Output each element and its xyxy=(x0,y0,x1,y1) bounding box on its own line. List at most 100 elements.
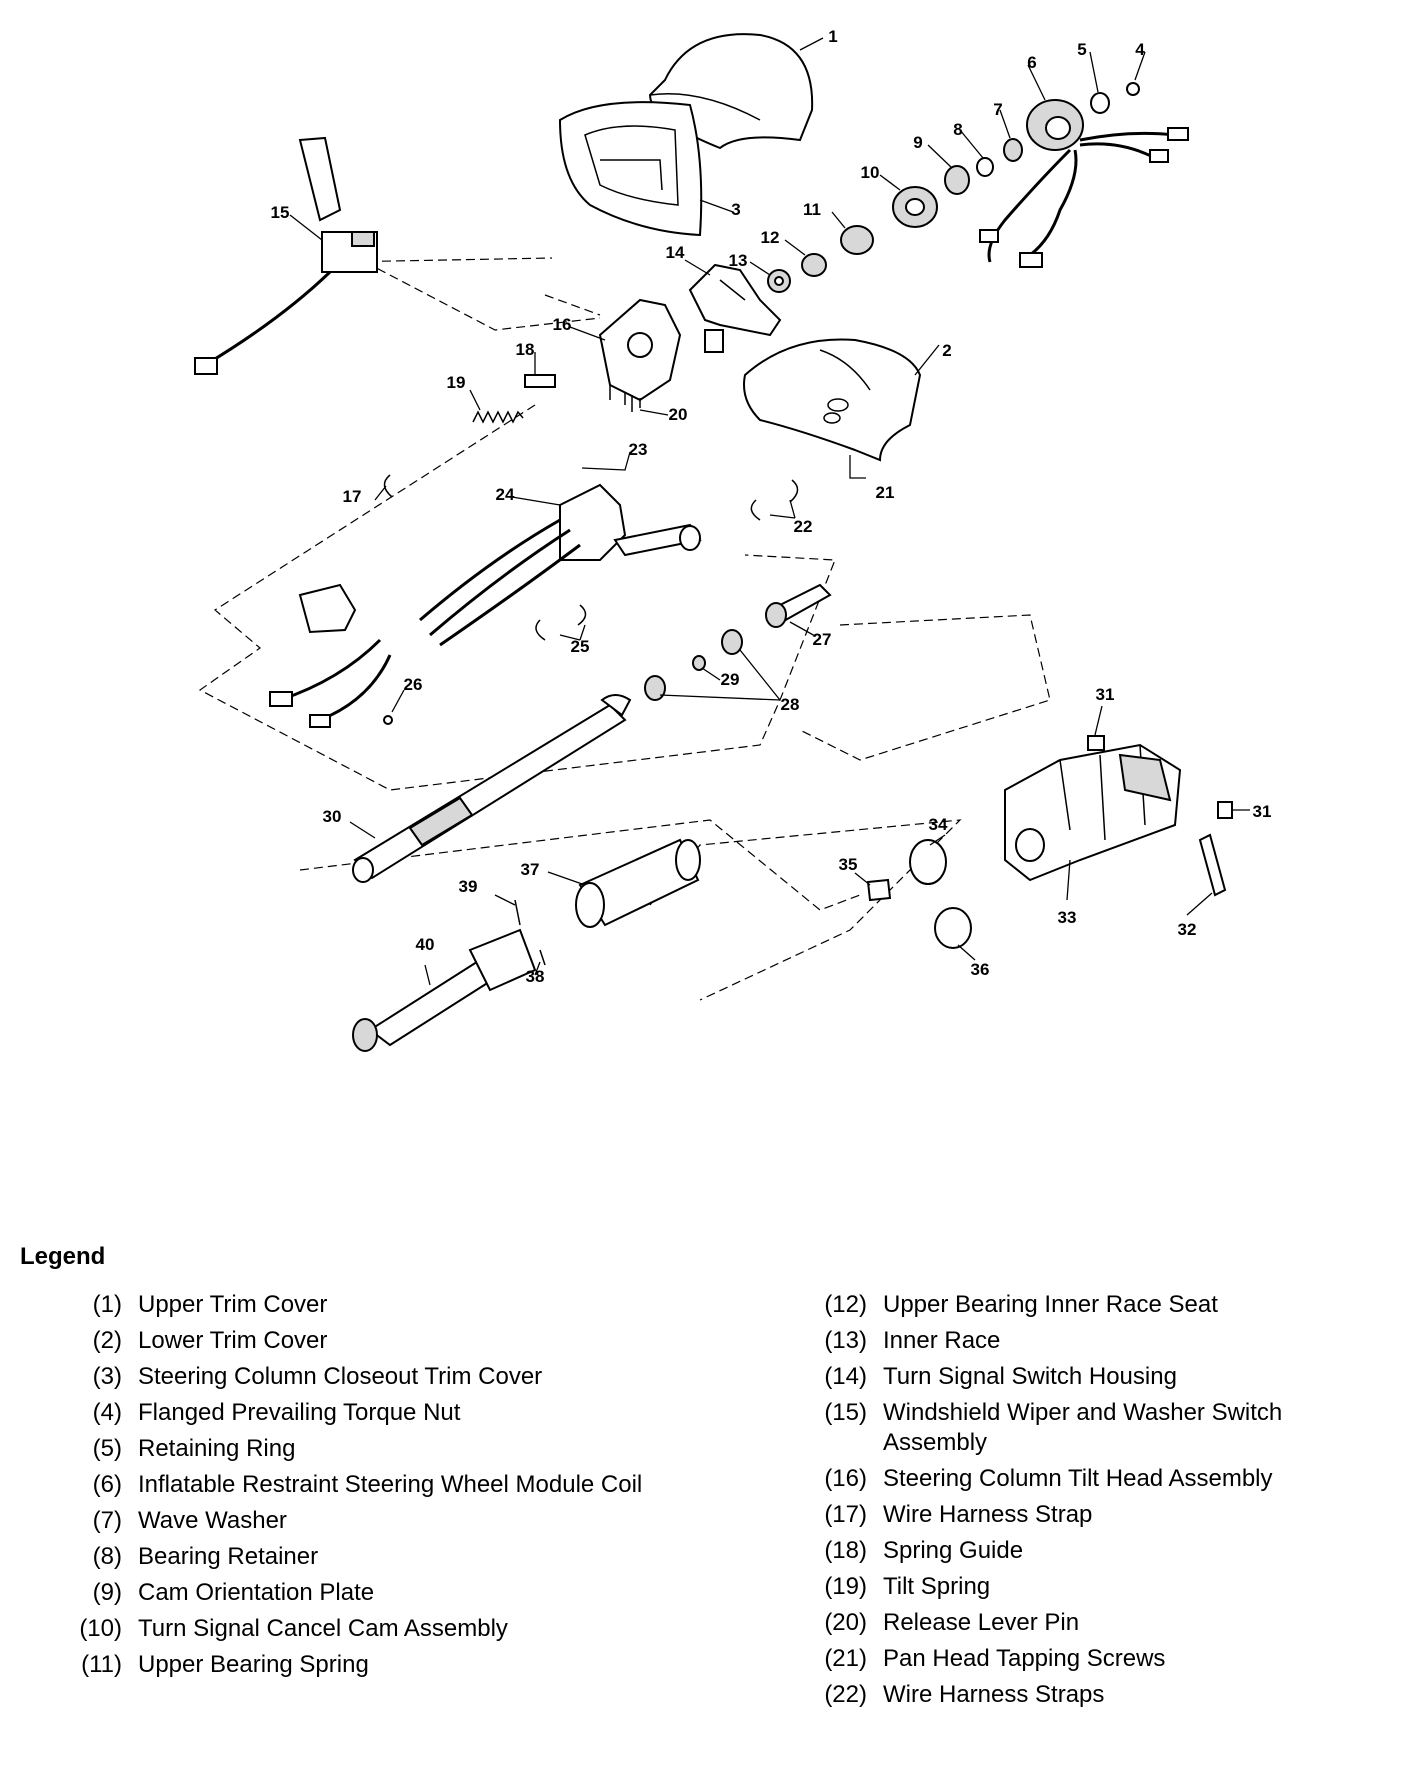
legend-item-text: Lower Trim Cover xyxy=(138,1327,328,1354)
legend-item: (18) Spring Guide xyxy=(805,1536,1365,1566)
column-housing xyxy=(1004,743,1182,882)
harness-straps-upper xyxy=(383,474,799,521)
legend-item-text: Turn Signal Switch Housing xyxy=(883,1363,1177,1390)
callout-20: 20 xyxy=(669,405,688,424)
legend-item-text: Turn Signal Cancel Cam Assembly xyxy=(138,1615,508,1642)
callout-29: 29 xyxy=(721,670,740,689)
callout-22: 22 xyxy=(794,517,813,536)
callout-21: 21 xyxy=(876,483,895,502)
legend-item-text: Tilt Spring xyxy=(883,1573,991,1600)
legend-item-text: Retaining Ring xyxy=(138,1435,296,1462)
legend-item-text: Inflatable Restraint Steering Wheel Modu… xyxy=(138,1471,643,1498)
callout-16: 16 xyxy=(553,315,572,334)
callout-12: 12 xyxy=(761,228,780,247)
leader-lines xyxy=(289,37,1250,986)
callout-34: 34 xyxy=(929,815,948,834)
legend-item: (6) Inflatable Restraint Steering Wheel M… xyxy=(60,1470,680,1500)
legend-item-text: Pan Head Tapping Screws xyxy=(883,1645,1166,1672)
legend-item-number: (20) xyxy=(824,1609,867,1636)
callout-31: 31 xyxy=(1253,802,1272,821)
callout-25: 25 xyxy=(571,637,590,656)
callout-5: 5 xyxy=(1077,40,1086,59)
legend-item-number: (7) xyxy=(92,1507,122,1534)
callout-27: 27 xyxy=(813,630,832,649)
callout-35: 35 xyxy=(839,855,858,874)
legend-item-number: (5) xyxy=(92,1435,122,1462)
callout-36: 36 xyxy=(971,960,990,979)
legend-item: (12) Upper Bearing Inner Race Seat xyxy=(805,1290,1365,1320)
legend-item-text: Inner Race xyxy=(883,1327,1001,1354)
legend-item: (2)Lower Trim Cover xyxy=(60,1326,680,1356)
legend-item: (16)Steering Column Tilt Head Assembly xyxy=(805,1464,1365,1494)
legend-item-text: Upper Bearing Inner Race Seat xyxy=(883,1291,1218,1318)
legend-item: (4) Flanged Prevailing Torque Nut xyxy=(60,1398,680,1428)
callout-13: 13 xyxy=(729,251,748,270)
closeout-trim-cover xyxy=(558,101,703,237)
callout-37: 37 xyxy=(521,860,540,879)
legend-item-number: (15) xyxy=(824,1399,867,1426)
turn-signal-switch-housing xyxy=(688,263,782,353)
callout-1: 1 xyxy=(828,27,837,46)
legend-item: (8)Bearing Retainer xyxy=(60,1542,680,1572)
legend-item-text: Upper Bearing Spring xyxy=(138,1651,369,1678)
legend-item-number: (13) xyxy=(824,1327,867,1354)
legend-item: (21) Pan Head Tapping Screws xyxy=(805,1644,1365,1674)
callout-19: 19 xyxy=(447,373,466,392)
callout-18: 18 xyxy=(516,340,535,359)
intermediate-shaft-pieces xyxy=(383,583,832,725)
legend-item-text: Upper Trim Cover xyxy=(138,1291,328,1318)
legend-item-text: Flanged Prevailing Torque Nut xyxy=(138,1399,461,1426)
callout-32: 32 xyxy=(1178,920,1197,939)
coil-and-harness xyxy=(979,99,1189,268)
callout-labels: 1234567891011121314151617181920212223242… xyxy=(271,27,1272,986)
spring-guide-and-tilt-spring xyxy=(472,374,633,424)
legend-item-number: (18) xyxy=(824,1537,867,1564)
callout-4: 4 xyxy=(1135,40,1145,59)
callout-2: 2 xyxy=(942,341,951,360)
callout-6: 6 xyxy=(1027,53,1036,72)
legend-item-number: (16) xyxy=(824,1465,867,1492)
legend-item-number: (10) xyxy=(79,1615,122,1642)
callout-10: 10 xyxy=(861,163,880,182)
legend-title: Legend xyxy=(20,1243,106,1270)
exploded-steering-column-diagram: 1234567891011121314151617181920212223242… xyxy=(194,27,1272,1052)
cancel-cam-and-springs xyxy=(767,186,938,293)
legend-item: (1) Upper Trim Cover xyxy=(60,1290,680,1320)
legend-item-text: Steering Column Closeout Trim Cover xyxy=(138,1363,543,1390)
legend-item: (3) Steering Column Closeout Trim Cover xyxy=(60,1362,680,1392)
callout-39: 39 xyxy=(459,877,478,896)
callout-26: 26 xyxy=(404,675,423,694)
callout-28: 28 xyxy=(781,695,800,714)
callout-15: 15 xyxy=(271,203,290,222)
legend-item: (13) Inner Race xyxy=(805,1326,1365,1356)
callout-17: 17 xyxy=(343,487,362,506)
legend-item-number: (12) xyxy=(824,1291,867,1318)
legend-item-number: (11) xyxy=(81,1651,122,1678)
small-column-parts xyxy=(866,735,1233,949)
callout-8: 8 xyxy=(953,120,962,139)
small-rings xyxy=(944,82,1140,195)
legend-item: (20)Release Lever Pin xyxy=(805,1608,1365,1638)
callout-31: 31 xyxy=(1096,685,1115,704)
callout-3: 3 xyxy=(731,200,740,219)
legend-column-right: (12) Upper Bearing Inner Race Seat (13) Inn… xyxy=(805,1290,1365,1716)
legend-item-number: (6) xyxy=(92,1471,122,1498)
tilt-head-assembly xyxy=(598,298,682,408)
legend-item-number: (21) xyxy=(824,1645,867,1672)
legend-item-number: (3) xyxy=(92,1363,122,1390)
legend-item-number: (1) xyxy=(92,1291,122,1318)
legend-item-text: Spring Guide xyxy=(883,1537,1024,1564)
legend-item-text: Wire Harness Straps xyxy=(883,1681,1105,1708)
legend-item-number: (17) xyxy=(824,1501,867,1528)
legend-item-text: Wire Harness Strap xyxy=(883,1501,1093,1528)
steering-shaft xyxy=(352,694,632,883)
legend-item-number: (4) xyxy=(92,1399,122,1426)
callout-23: 23 xyxy=(629,440,648,459)
legend-item-text: Windshield Wiper and Washer Switch Assem… xyxy=(883,1399,1283,1456)
legend-item: (10) Turn Signal Cancel Cam Assembly xyxy=(60,1614,680,1644)
legend-item-number: (9) xyxy=(92,1579,122,1606)
legend-item-number: (8) xyxy=(92,1543,122,1570)
callout-33: 33 xyxy=(1058,908,1077,927)
legend-item: (11) Upper Bearing Spring xyxy=(60,1650,680,1680)
callout-9: 9 xyxy=(913,133,922,152)
